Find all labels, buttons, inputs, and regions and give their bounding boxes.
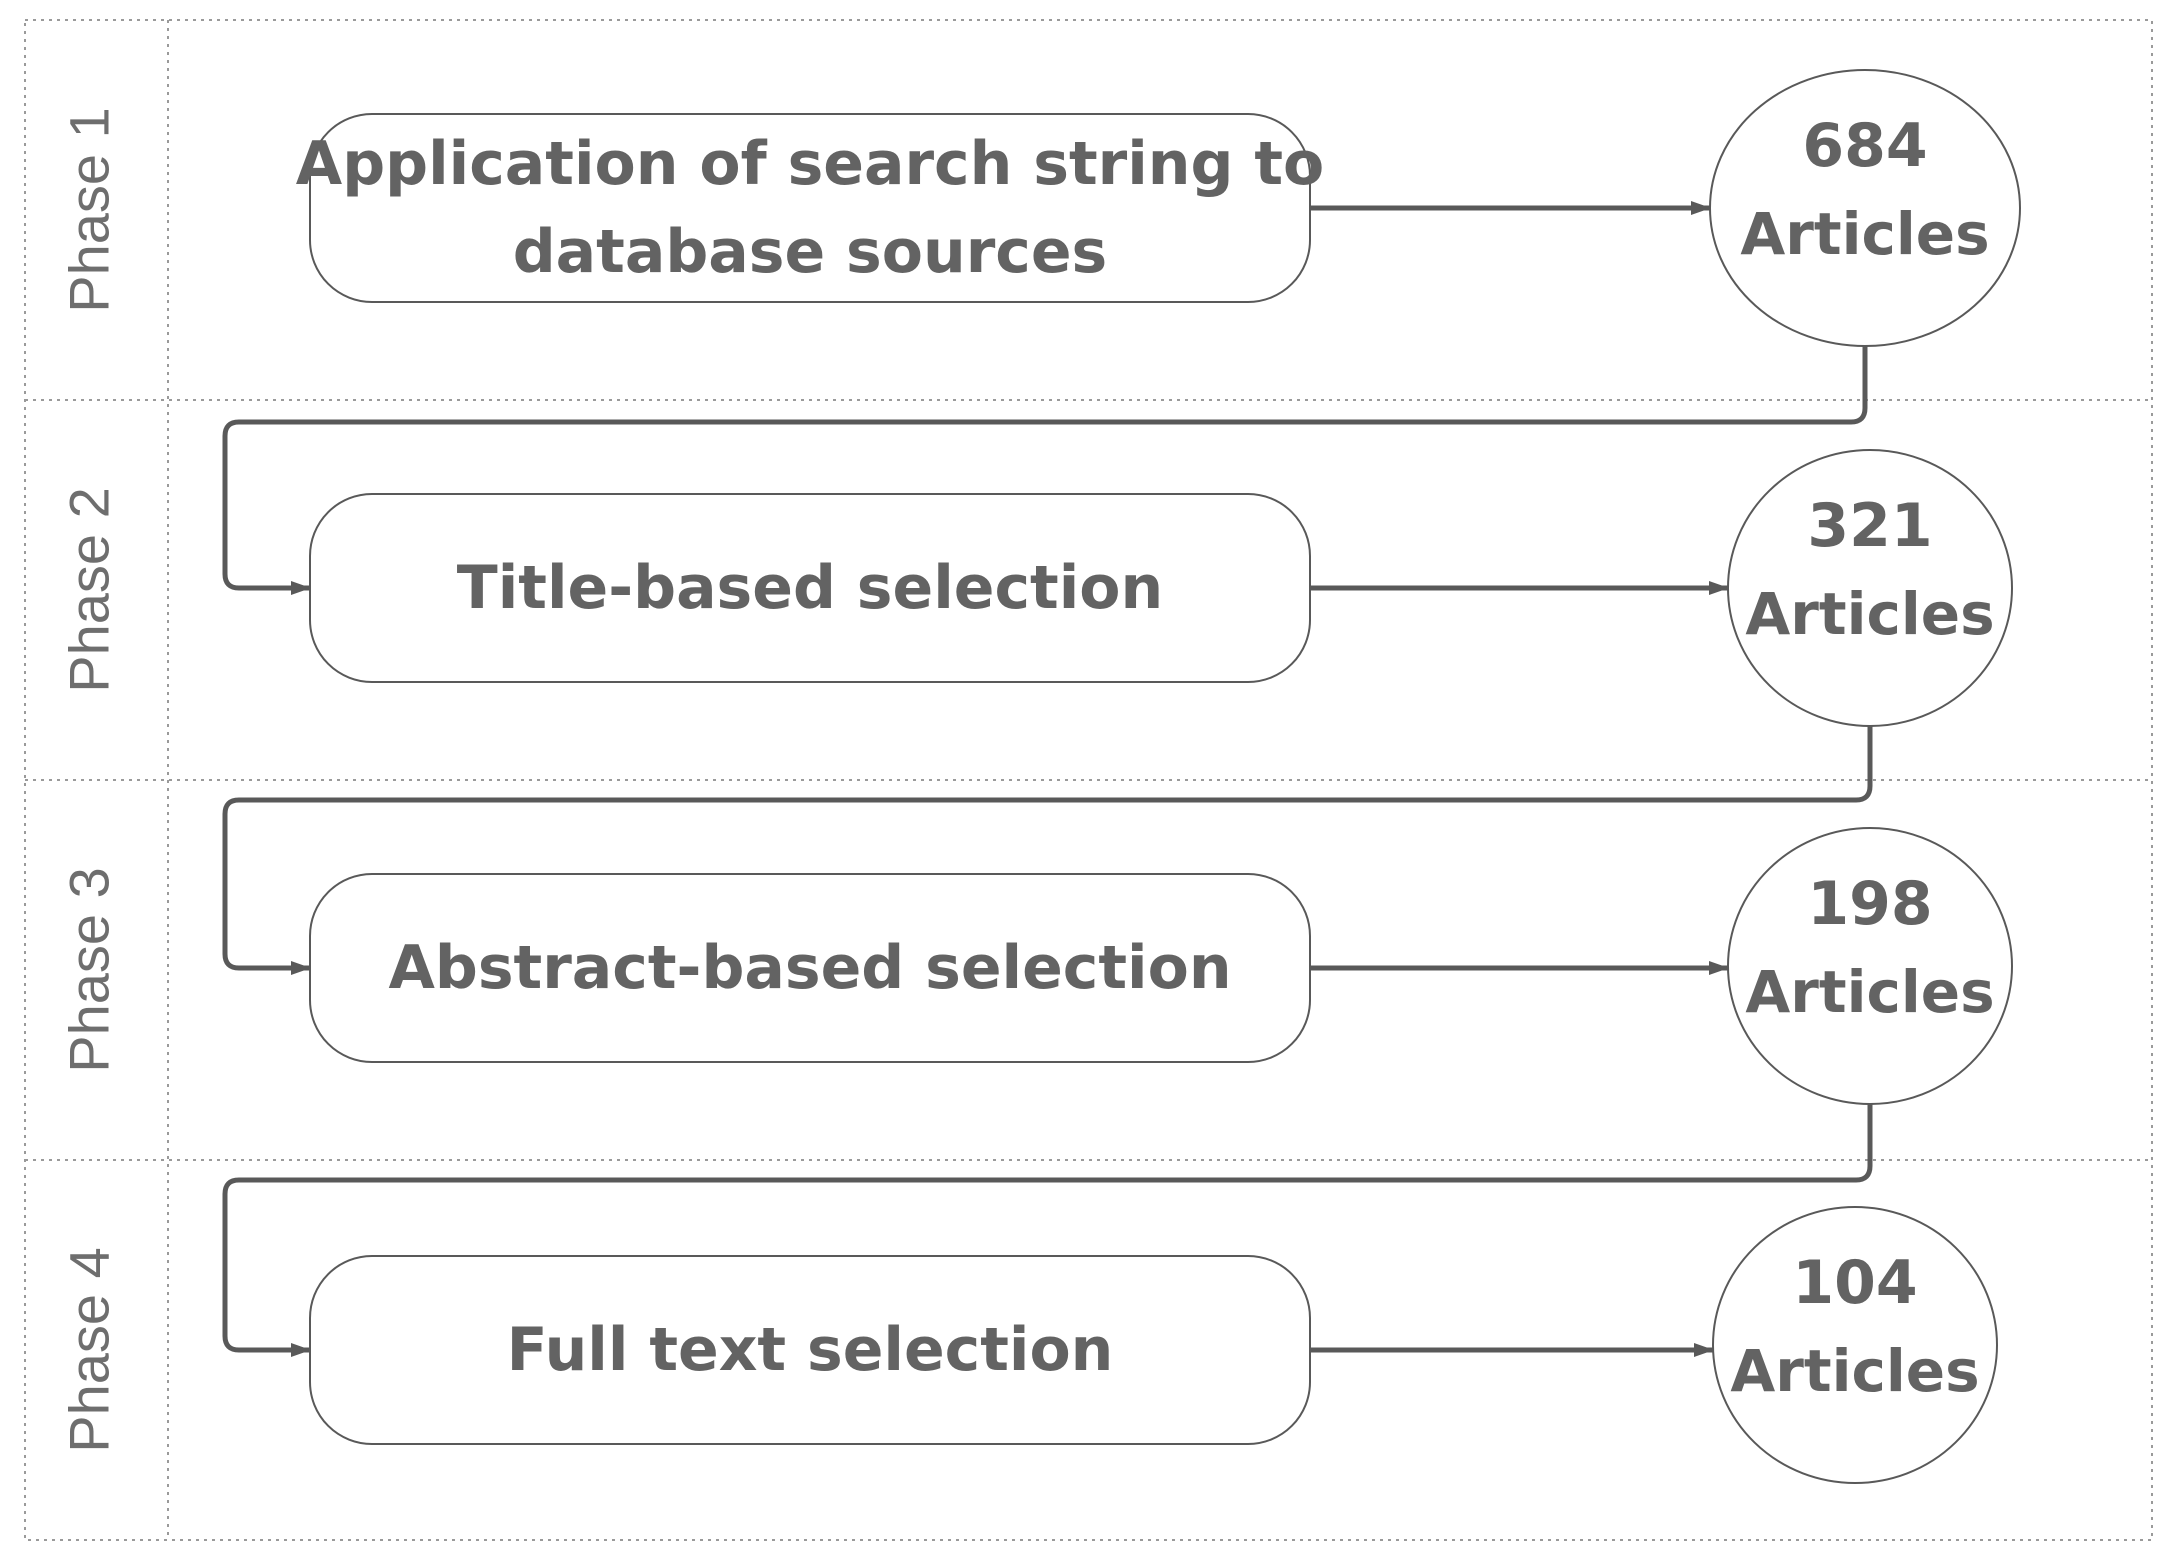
article-unit: Articles xyxy=(1730,1337,1979,1405)
article-unit: Articles xyxy=(1745,958,1994,1026)
connector-arrow xyxy=(222,346,1868,595)
process-box xyxy=(309,873,1311,1063)
process-box-label: Abstract-based selection xyxy=(388,933,1231,1003)
process-box xyxy=(309,493,1311,683)
result-circle xyxy=(1727,449,2013,727)
phase-label: Phase 2 xyxy=(58,487,121,693)
article-count: 104 xyxy=(1792,1248,1917,1318)
result-circle xyxy=(1709,69,2021,347)
result-circle xyxy=(1712,1206,1998,1484)
phase-label: Phase 1 xyxy=(58,107,121,313)
article-unit: Articles xyxy=(1745,580,1994,648)
result-circle xyxy=(1727,827,2013,1105)
connector-arrow xyxy=(222,726,1873,975)
phase-label: Phase 3 xyxy=(58,867,121,1073)
connector-arrow xyxy=(222,1104,1873,1357)
process-box xyxy=(309,1255,1311,1445)
article-count: 198 xyxy=(1807,869,1932,939)
phase-label: Phase 4 xyxy=(58,1247,121,1453)
process-box-label: Title-based selection xyxy=(457,553,1163,623)
process-box xyxy=(309,113,1311,303)
article-count: 321 xyxy=(1807,491,1932,561)
process-box-label: Application of search string to xyxy=(296,129,1324,199)
article-count: 684 xyxy=(1802,111,1927,181)
article-unit: Articles xyxy=(1740,200,1989,268)
process-box-label: database sources xyxy=(513,217,1108,287)
process-box-label: Full text selection xyxy=(507,1315,1114,1385)
